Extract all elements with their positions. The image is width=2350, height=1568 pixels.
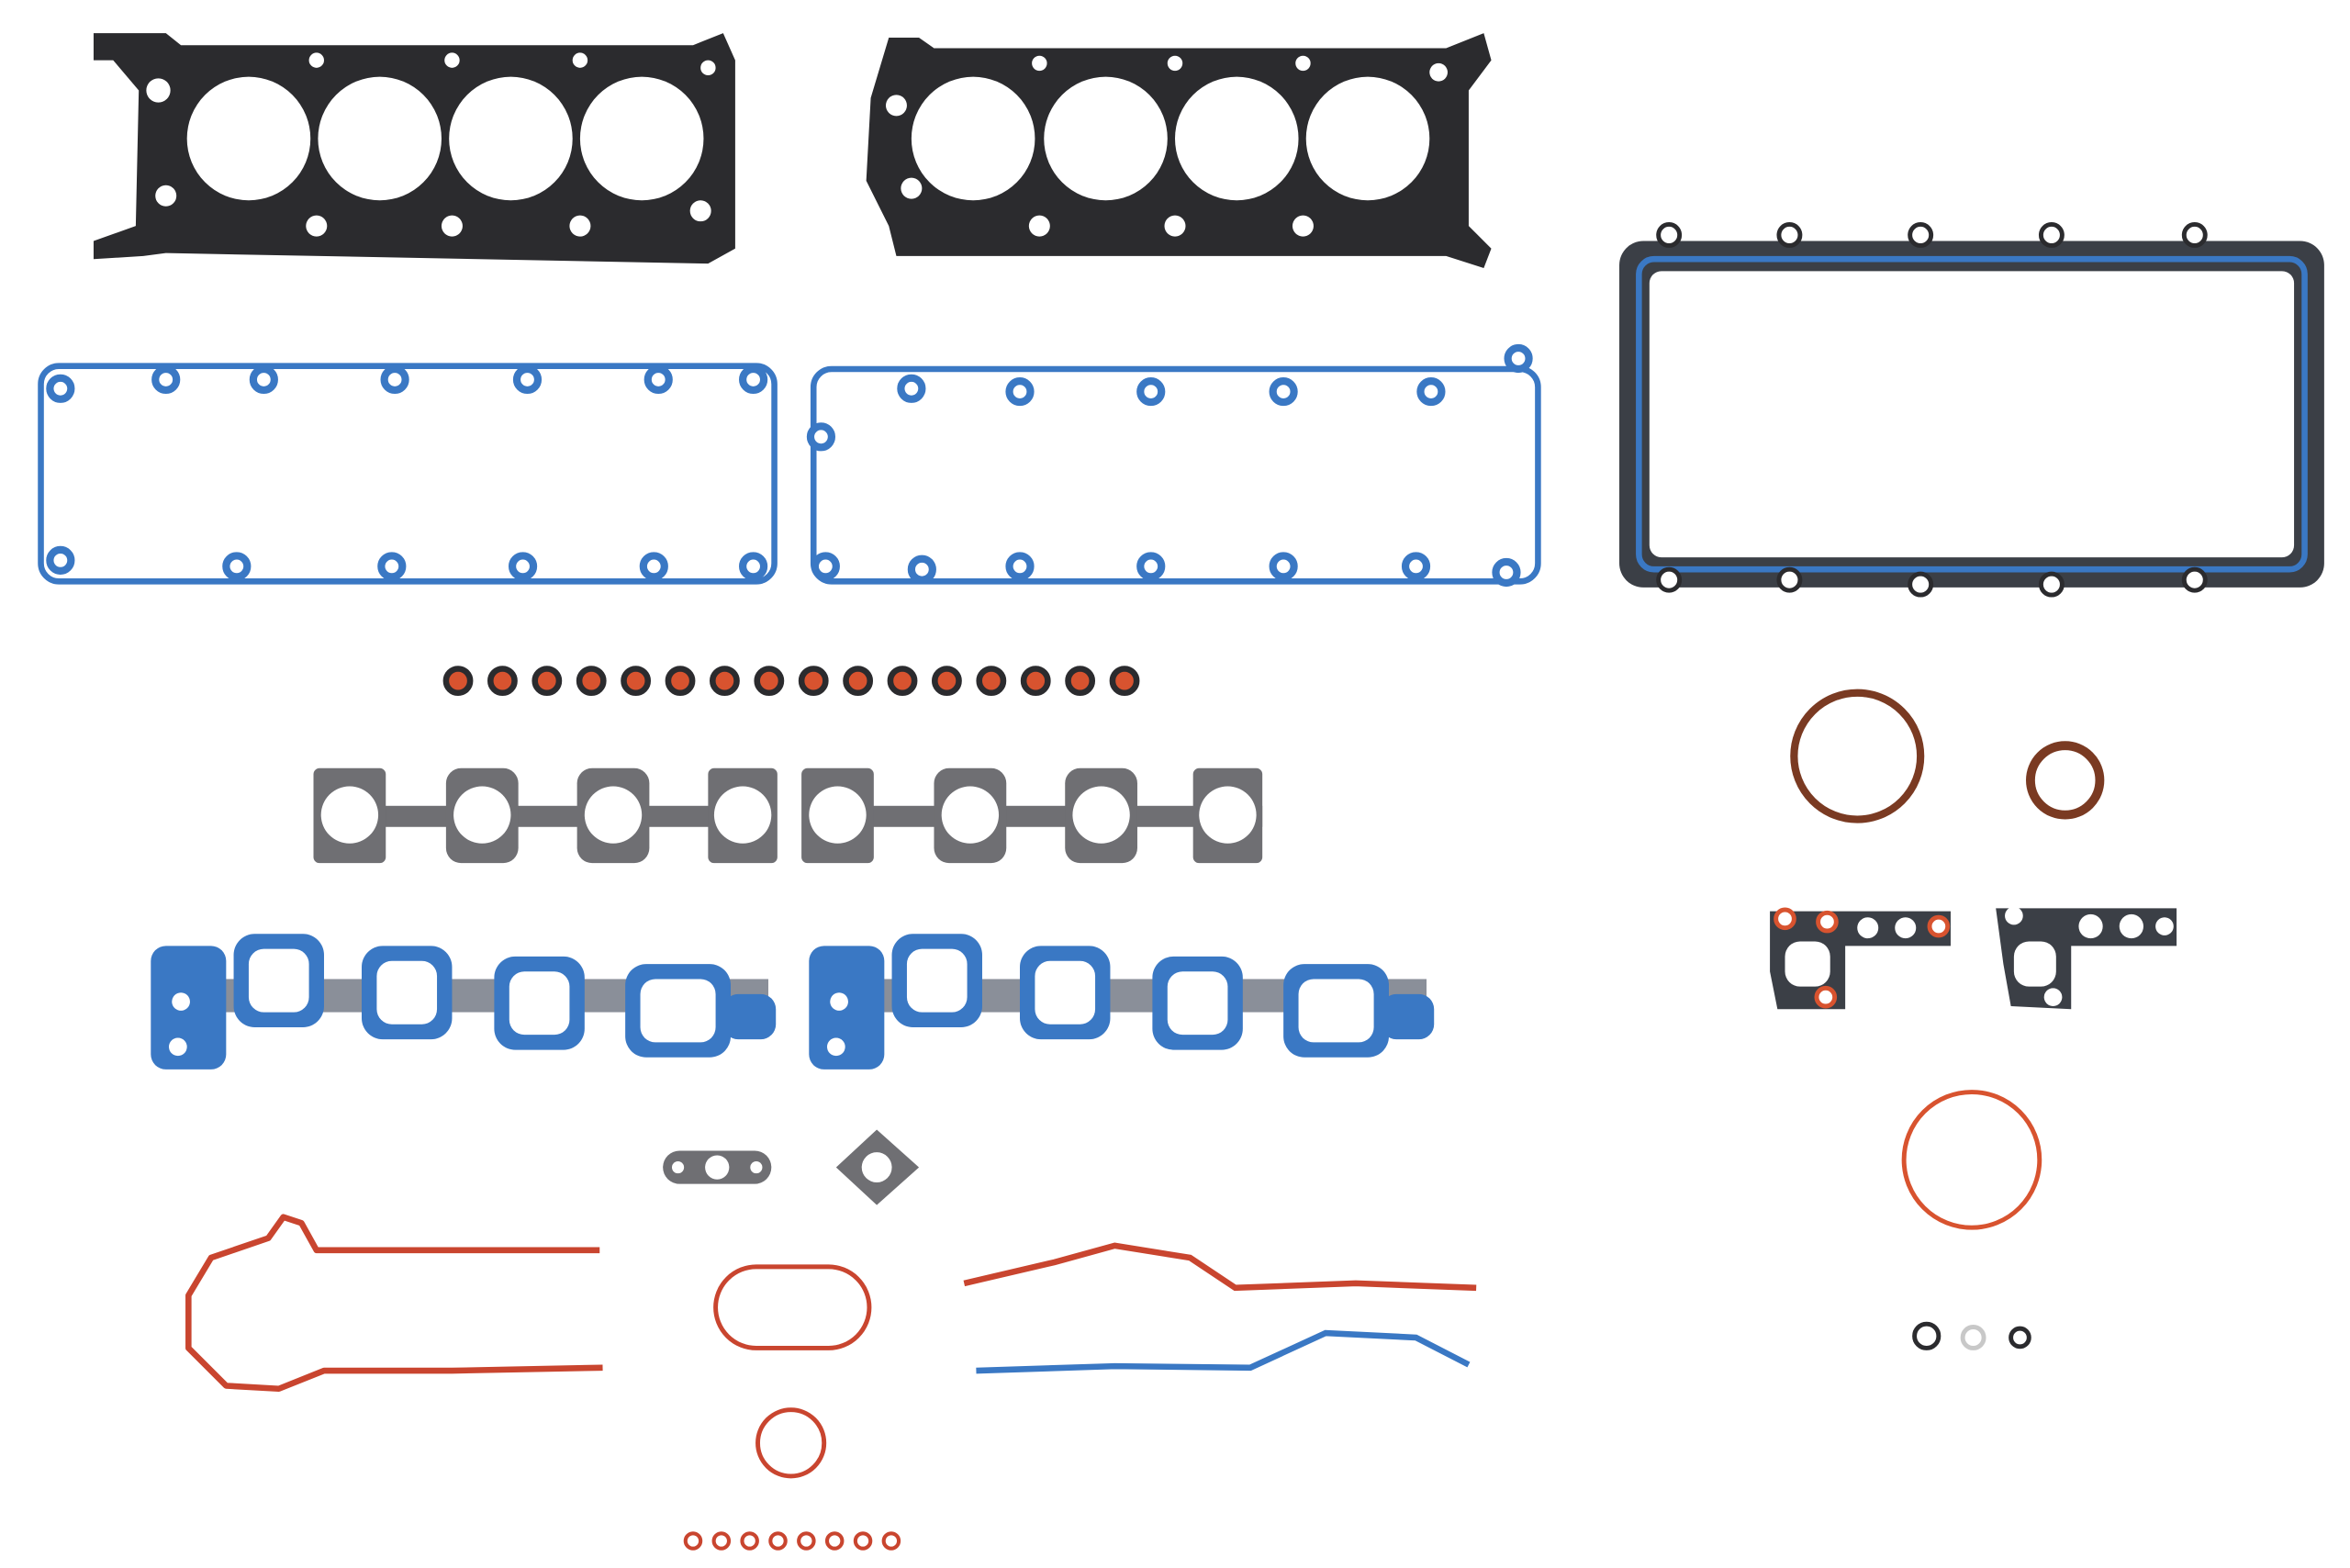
egr-valve-gasket <box>835 1129 920 1205</box>
small-o-ring-black-2 <box>2009 1326 2031 1350</box>
water-pump-gasket-left <box>1770 907 1951 1010</box>
valve-stem-seal <box>487 666 518 697</box>
small-o-ring <box>740 1531 759 1551</box>
valve-stem-seals <box>442 666 1140 697</box>
small-o-ring-clear <box>1960 1325 1986 1350</box>
small-o-ring <box>797 1531 816 1551</box>
head-gasket-left <box>93 33 735 264</box>
valve-stem-seal <box>1020 666 1051 697</box>
rear-main-seal <box>1790 689 1925 823</box>
valve-stem-seal <box>798 666 829 697</box>
large-o-ring <box>1901 1090 2042 1230</box>
valve-stem-seal <box>532 666 563 697</box>
valve-stem-seal <box>843 666 874 697</box>
small-o-ring <box>768 1531 788 1551</box>
valve-stem-seal <box>1109 666 1140 697</box>
small-o-ring <box>853 1531 873 1551</box>
intake-gasket-right <box>809 934 1435 1070</box>
timing-cover-gasket-left <box>185 1214 603 1393</box>
small-o-ring <box>824 1531 845 1551</box>
oil-pan-gasket <box>1619 222 2324 598</box>
round-o-ring <box>755 1407 827 1479</box>
valve-cover-gasket-right <box>806 343 1541 588</box>
water-pump-gasket-right <box>1996 906 2177 1010</box>
small-o-rings <box>683 1531 901 1551</box>
egr-tube-gasket <box>663 1150 772 1184</box>
timing-cover-gasket-right-lower <box>976 1329 1471 1374</box>
small-o-ring <box>881 1531 901 1551</box>
exhaust-gasket-right <box>801 767 1263 864</box>
valve-stem-seal <box>887 666 918 697</box>
valve-stem-seal <box>1065 666 1096 697</box>
valve-stem-seal <box>576 666 607 697</box>
valve-stem-seal <box>976 666 1007 697</box>
valve-stem-seal <box>665 666 696 697</box>
valve-stem-seal <box>442 666 474 697</box>
valve-stem-seal <box>710 666 740 697</box>
intake-gasket-left <box>151 934 777 1070</box>
exhaust-gasket-left <box>313 767 778 864</box>
small-o-ring <box>683 1531 703 1551</box>
valve-cover-gasket-left <box>38 363 778 585</box>
valve-stem-seal <box>621 666 652 697</box>
head-gasket-right <box>866 33 1492 269</box>
timing-cover-gasket-right-upper <box>963 1242 1477 1292</box>
valve-stem-seal <box>754 666 785 697</box>
front-crank-seal <box>2026 741 2105 820</box>
small-o-ring <box>711 1531 732 1551</box>
oval-o-ring <box>713 1264 872 1350</box>
small-o-ring-black-1 <box>1912 1321 1942 1350</box>
valve-stem-seal <box>932 666 962 697</box>
